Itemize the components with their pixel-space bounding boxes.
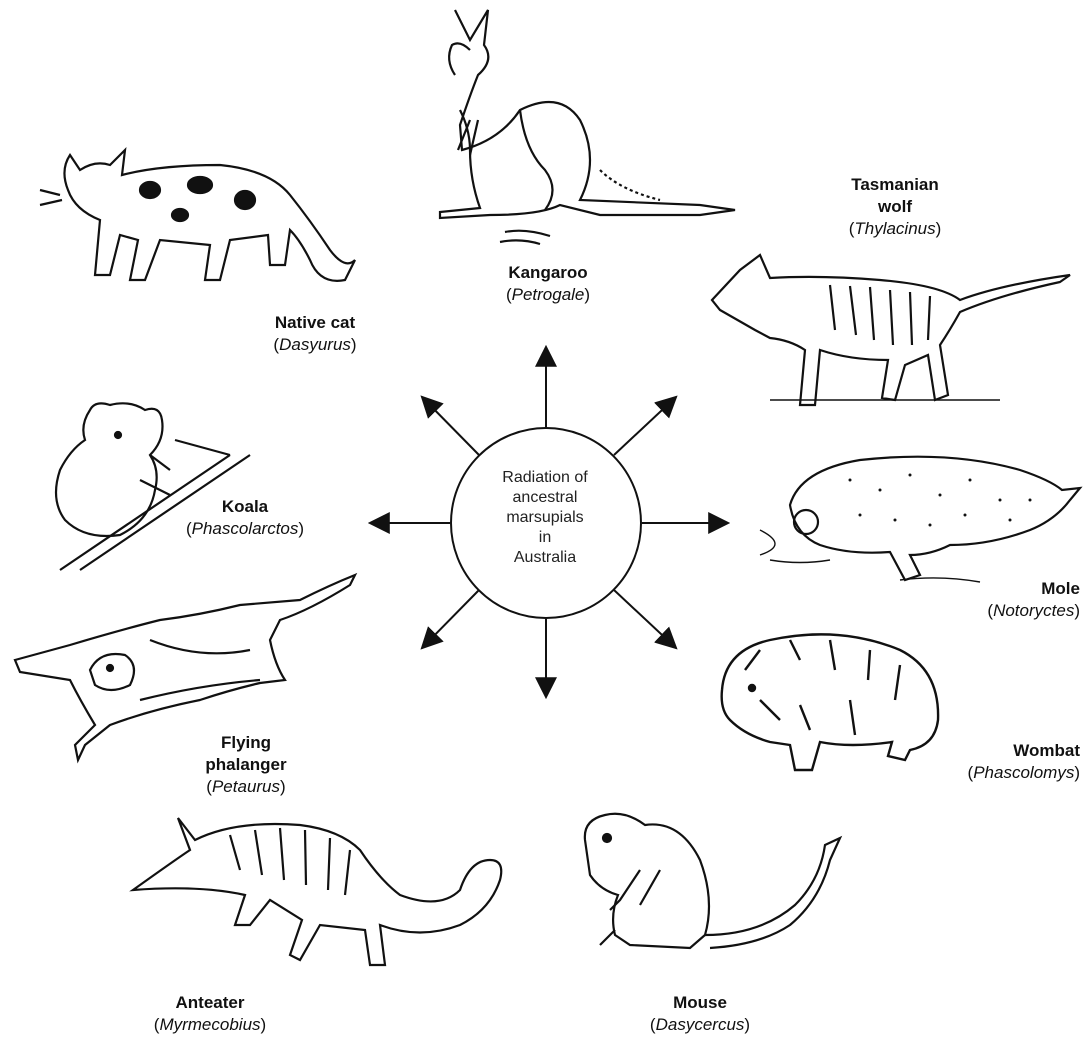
mouse-icon <box>585 814 840 948</box>
koala-icon <box>56 403 250 570</box>
genus-line: (Notoryctes) <box>940 600 1080 622</box>
genus-line: (Dasyurus) <box>240 334 390 356</box>
center-line: Radiation of <box>467 468 623 488</box>
center-line: Australia <box>467 548 623 568</box>
kangaroo-icon <box>440 10 735 244</box>
mole-icon <box>760 457 1080 582</box>
genus-name: Dasycercus <box>656 1015 745 1034</box>
genus-line: (Phascolarctos) <box>165 518 325 540</box>
mole-texture <box>849 474 1032 527</box>
wombat-icon <box>722 634 938 770</box>
genus-name: Petrogale <box>512 285 585 304</box>
common-name: Mouse <box>620 992 780 1014</box>
arrow-down-left <box>422 590 479 648</box>
genus-name: Petaurus <box>212 777 280 796</box>
genus-name: Thylacinus <box>854 219 935 238</box>
genus-line: (Petrogale) <box>468 284 628 306</box>
genus-name: Dasyurus <box>279 335 351 354</box>
genus-line: (Dasycercus) <box>620 1014 780 1036</box>
common-name: phalanger <box>176 754 316 776</box>
genus-name: Myrmecobius <box>159 1015 260 1034</box>
genus-line: (Phascolomys) <box>920 762 1080 784</box>
label-native-cat: Native cat (Dasyurus) <box>240 312 390 356</box>
common-name: Mole <box>940 578 1080 600</box>
label-anteater: Anteater (Myrmecobius) <box>130 992 290 1036</box>
genus-line: (Petaurus) <box>176 776 316 798</box>
center-line: marsupials <box>467 508 623 528</box>
label-koala: Koala (Phascolarctos) <box>165 496 325 540</box>
genus-line: (Myrmecobius) <box>130 1014 290 1036</box>
common-name: Anteater <box>130 992 290 1014</box>
anteater-icon <box>133 818 501 965</box>
center-line: ancestral <box>467 488 623 508</box>
center-line: in <box>467 528 623 548</box>
label-tasmanian-wolf: Tasmanian wolf (Thylacinus) <box>810 174 980 240</box>
common-name: Tasmanian <box>810 174 980 196</box>
tasmanian-wolf-icon <box>712 255 1070 405</box>
label-flying-phalanger: Flying phalanger (Petaurus) <box>176 732 316 798</box>
common-name: Flying <box>176 732 316 754</box>
common-name: Kangaroo <box>468 262 628 284</box>
native-cat-icon <box>40 150 355 281</box>
common-name: Wombat <box>920 740 1080 762</box>
label-kangaroo: Kangaroo (Petrogale) <box>468 262 628 306</box>
label-mouse: Mouse (Dasycercus) <box>620 992 780 1036</box>
center-label: Radiation of ancestral marsupials in Aus… <box>467 468 623 568</box>
genus-name: Phascolomys <box>973 763 1074 782</box>
genus-line: (Thylacinus) <box>810 218 980 240</box>
label-wombat: Wombat (Phascolomys) <box>920 740 1080 784</box>
arrow-down-right <box>614 590 676 648</box>
genus-name: Notoryctes <box>993 601 1074 620</box>
common-name: Native cat <box>240 312 390 334</box>
label-mole: Mole (Notoryctes) <box>940 578 1080 622</box>
arrow-up-left <box>422 397 479 455</box>
genus-name: Phascolarctos <box>192 519 299 538</box>
common-name: wolf <box>810 196 980 218</box>
arrow-up-right <box>614 397 676 455</box>
common-name: Koala <box>165 496 325 518</box>
